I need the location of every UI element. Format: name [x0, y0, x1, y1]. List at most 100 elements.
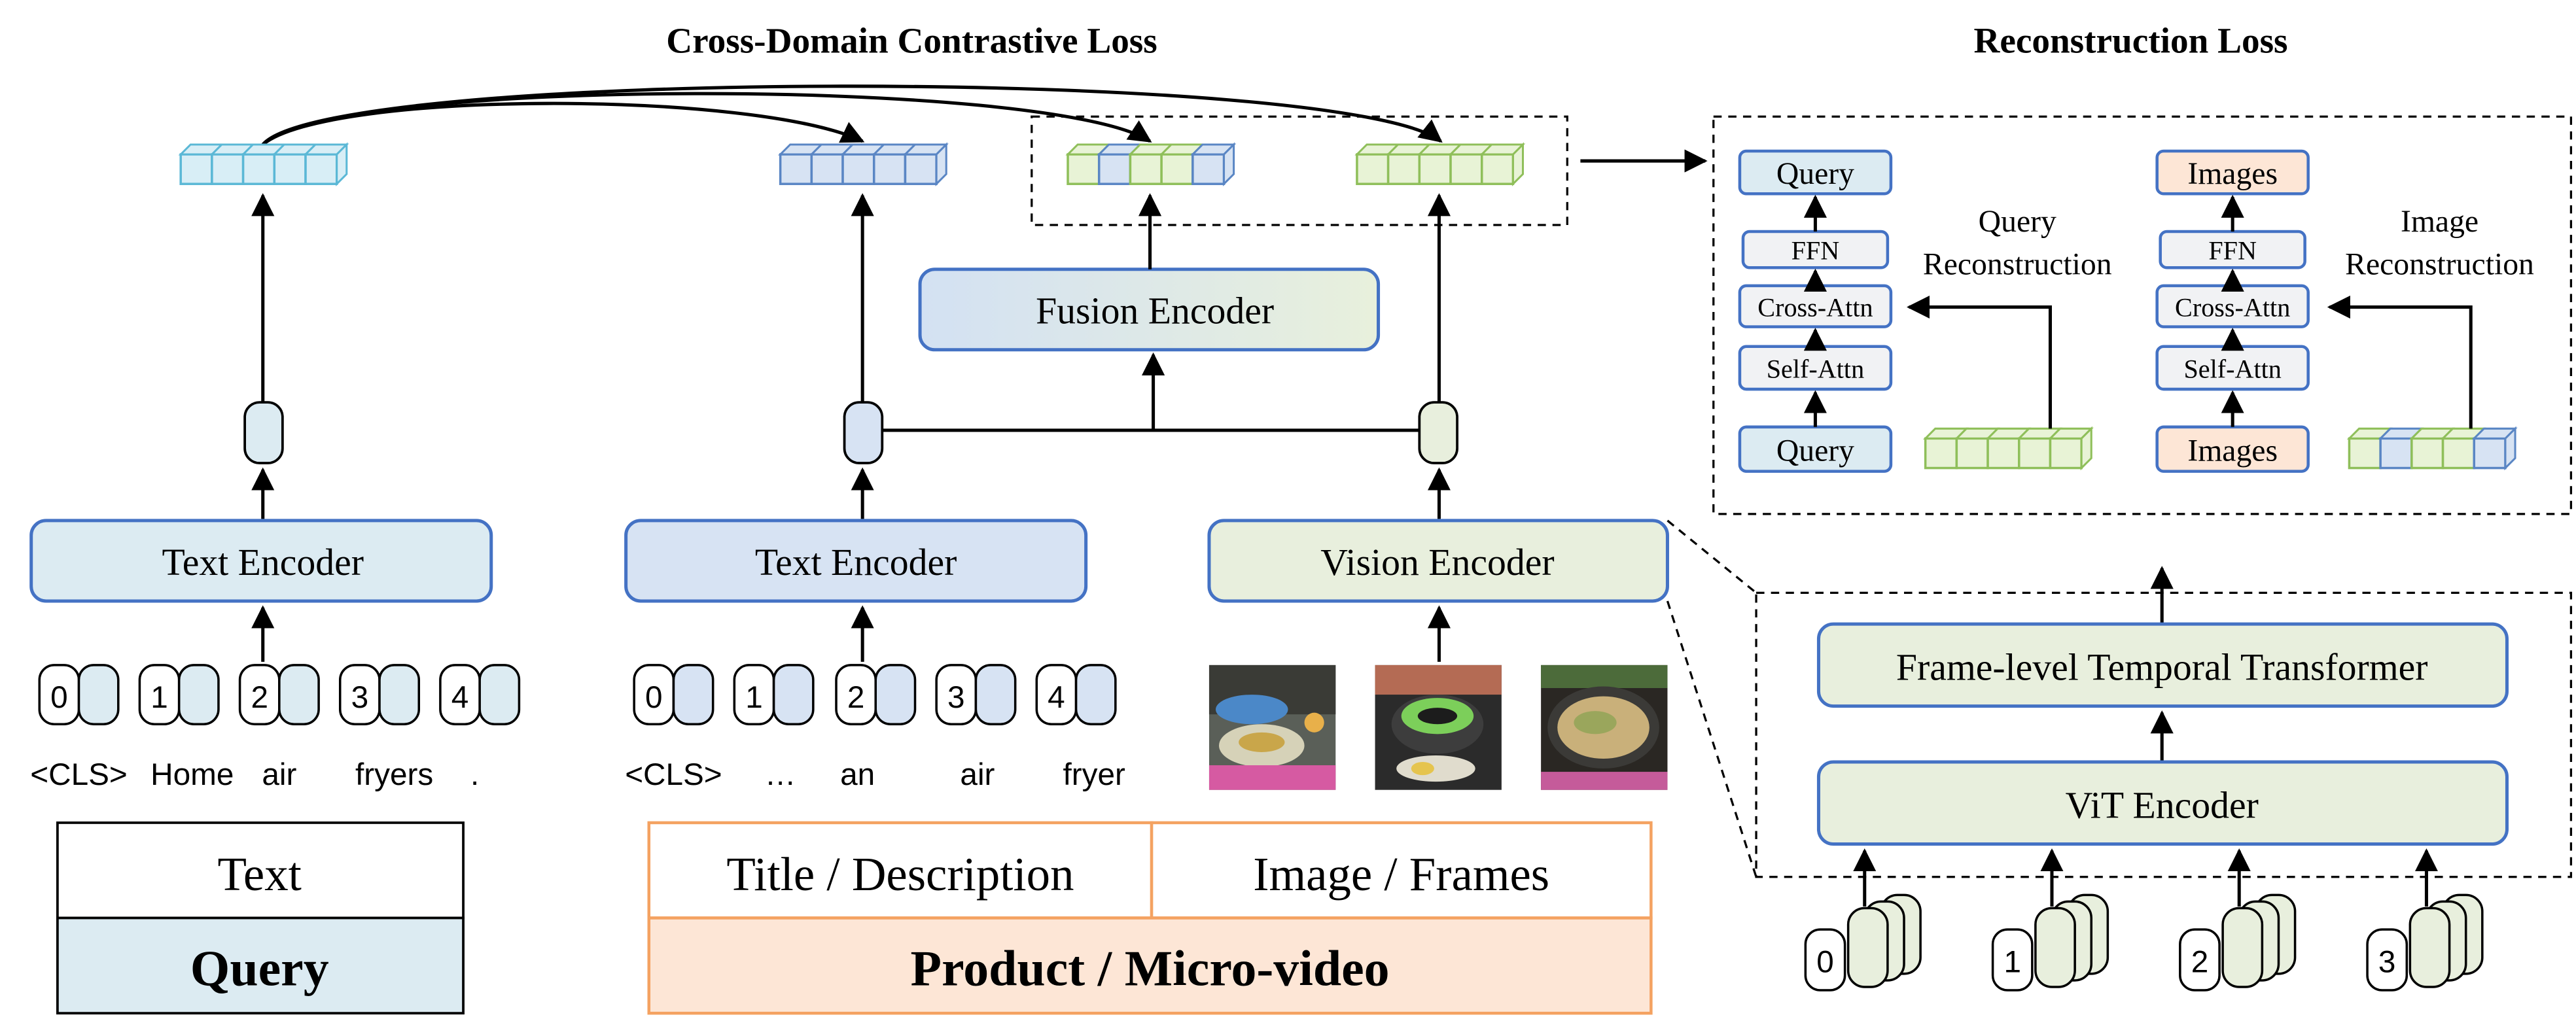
frame-id: 1	[2003, 944, 2021, 979]
frame-image-2	[1375, 665, 1502, 790]
image-reconstruction-label: Image	[2401, 204, 2479, 239]
vector-cell	[273, 153, 307, 185]
vision-cls-token	[1418, 401, 1458, 464]
product-domain-title-label: Title / Description	[726, 848, 1074, 901]
token-id: 4	[1048, 680, 1065, 715]
query-text-encoder	[29, 519, 493, 603]
token-embedding-pill	[874, 664, 917, 726]
query-token-words: <CLS> Home air fryers .	[30, 757, 479, 792]
decoder-layer-label: Query	[1776, 433, 1854, 468]
fusion-encoder-label: Fusion Encoder	[1036, 291, 1274, 332]
vision-embedding-vector	[1354, 142, 1526, 186]
product-word: …	[765, 757, 796, 792]
vector-cell	[2473, 437, 2507, 470]
decoder-layer-label: Cross-Attn	[1757, 292, 1873, 322]
token-id: 1	[745, 680, 763, 715]
frame-stack-card	[1846, 907, 1889, 988]
decoder-layer	[2159, 230, 2306, 269]
contrastive-arrows	[261, 84, 1443, 146]
vector-cell	[1449, 153, 1483, 185]
vector-cell	[1356, 153, 1390, 185]
token-embedding-pill	[478, 664, 521, 726]
query-domain-box-top	[56, 821, 465, 920]
vector-cell	[2348, 437, 2382, 470]
decoder-layer-label: Cross-Attn	[2175, 292, 2290, 322]
vector-cell	[1955, 437, 1989, 470]
reconstruction-query-memory-vector	[1923, 426, 2094, 471]
token-id: 3	[947, 680, 965, 715]
query-word: Home	[150, 757, 234, 792]
fused-embedding-vector	[1065, 142, 1237, 186]
query-cls-token	[243, 401, 284, 464]
vector-cell	[211, 153, 245, 185]
token-id: 0	[50, 680, 68, 715]
decoder-layer-label: Images	[2187, 433, 2278, 468]
query-memory-arrow	[1907, 295, 2052, 429]
frame-image-3	[1541, 665, 1668, 790]
token-id: 2	[847, 680, 865, 715]
image-reconstruction-label: Reconstruction	[2345, 247, 2534, 281]
reconstruction-dashed-box	[1712, 115, 2573, 515]
vector-cell	[1160, 153, 1194, 185]
reconstruction-image-memory-vector	[2346, 426, 2518, 471]
product-domain-image-label: Image / Frames	[1253, 848, 1549, 901]
vector-cell	[1129, 153, 1163, 185]
query-word: .	[470, 757, 479, 792]
token-id: 4	[451, 680, 469, 715]
vector-cell	[241, 153, 276, 185]
vector-cell	[1191, 153, 1226, 185]
vector-cell	[1986, 437, 2020, 470]
vector-cell	[2410, 437, 2444, 470]
vit-encoder-block	[1816, 760, 2509, 846]
frame-id-pill	[2366, 928, 2408, 992]
token-embedding-pill	[1074, 664, 1117, 726]
token-id: 1	[150, 680, 168, 715]
vector-cell	[2018, 437, 2052, 470]
query-word: air	[262, 757, 296, 792]
vector-cell	[841, 153, 875, 185]
product-domain-box-left	[647, 821, 1154, 920]
frame-id: 0	[1816, 944, 1834, 979]
decoder-layer-label: Query	[1776, 156, 1854, 191]
vector-cell	[2441, 437, 2476, 470]
contrastive-loss-title: Cross-Domain Contrastive Loss	[666, 20, 1157, 60]
frame-image-1	[1209, 665, 1336, 790]
token-embedding-pill	[974, 664, 1017, 726]
product-domain-box-right	[1150, 821, 1653, 920]
query-embedding-vector	[178, 142, 349, 186]
image-memory-arrow	[2327, 295, 2473, 429]
vision-encoder-label: Vision Encoder	[1320, 542, 1554, 583]
vector-cell	[810, 153, 844, 185]
query-text-encoder-label: Text Encoder	[162, 542, 364, 583]
vit-encoder-label: ViT Encoder	[2066, 785, 2259, 826]
decoder-layer	[2155, 149, 2310, 196]
query-domain-query-label: Query	[190, 940, 329, 996]
product-word: air	[960, 757, 995, 792]
vector-cell	[779, 153, 813, 185]
vision-encoder-detail: Frame-level Temporal Transformer ViT Enc…	[1666, 519, 2573, 992]
vector-cell	[1924, 437, 1958, 470]
query-word: fryers	[355, 757, 433, 792]
decoder-layer-label: Self-Attn	[2183, 354, 2281, 383]
product-domain-box-bottom	[647, 916, 1653, 1015]
query-domain-box-bottom	[56, 916, 465, 1015]
product-domain-label: Product / Micro-video	[911, 940, 1390, 996]
vector-cell	[1386, 153, 1421, 185]
vector-cell	[872, 153, 907, 185]
query-domain-text-label: Text	[218, 848, 302, 901]
vector-cell	[179, 153, 213, 185]
token-id: 2	[251, 680, 268, 715]
product-text-embedding-vector	[777, 142, 949, 186]
frame-id-pill	[1804, 928, 1846, 992]
decoder-layer	[1738, 149, 1893, 196]
product-word: <CLS>	[625, 757, 722, 792]
temporal-transformer-block	[1816, 622, 2509, 708]
